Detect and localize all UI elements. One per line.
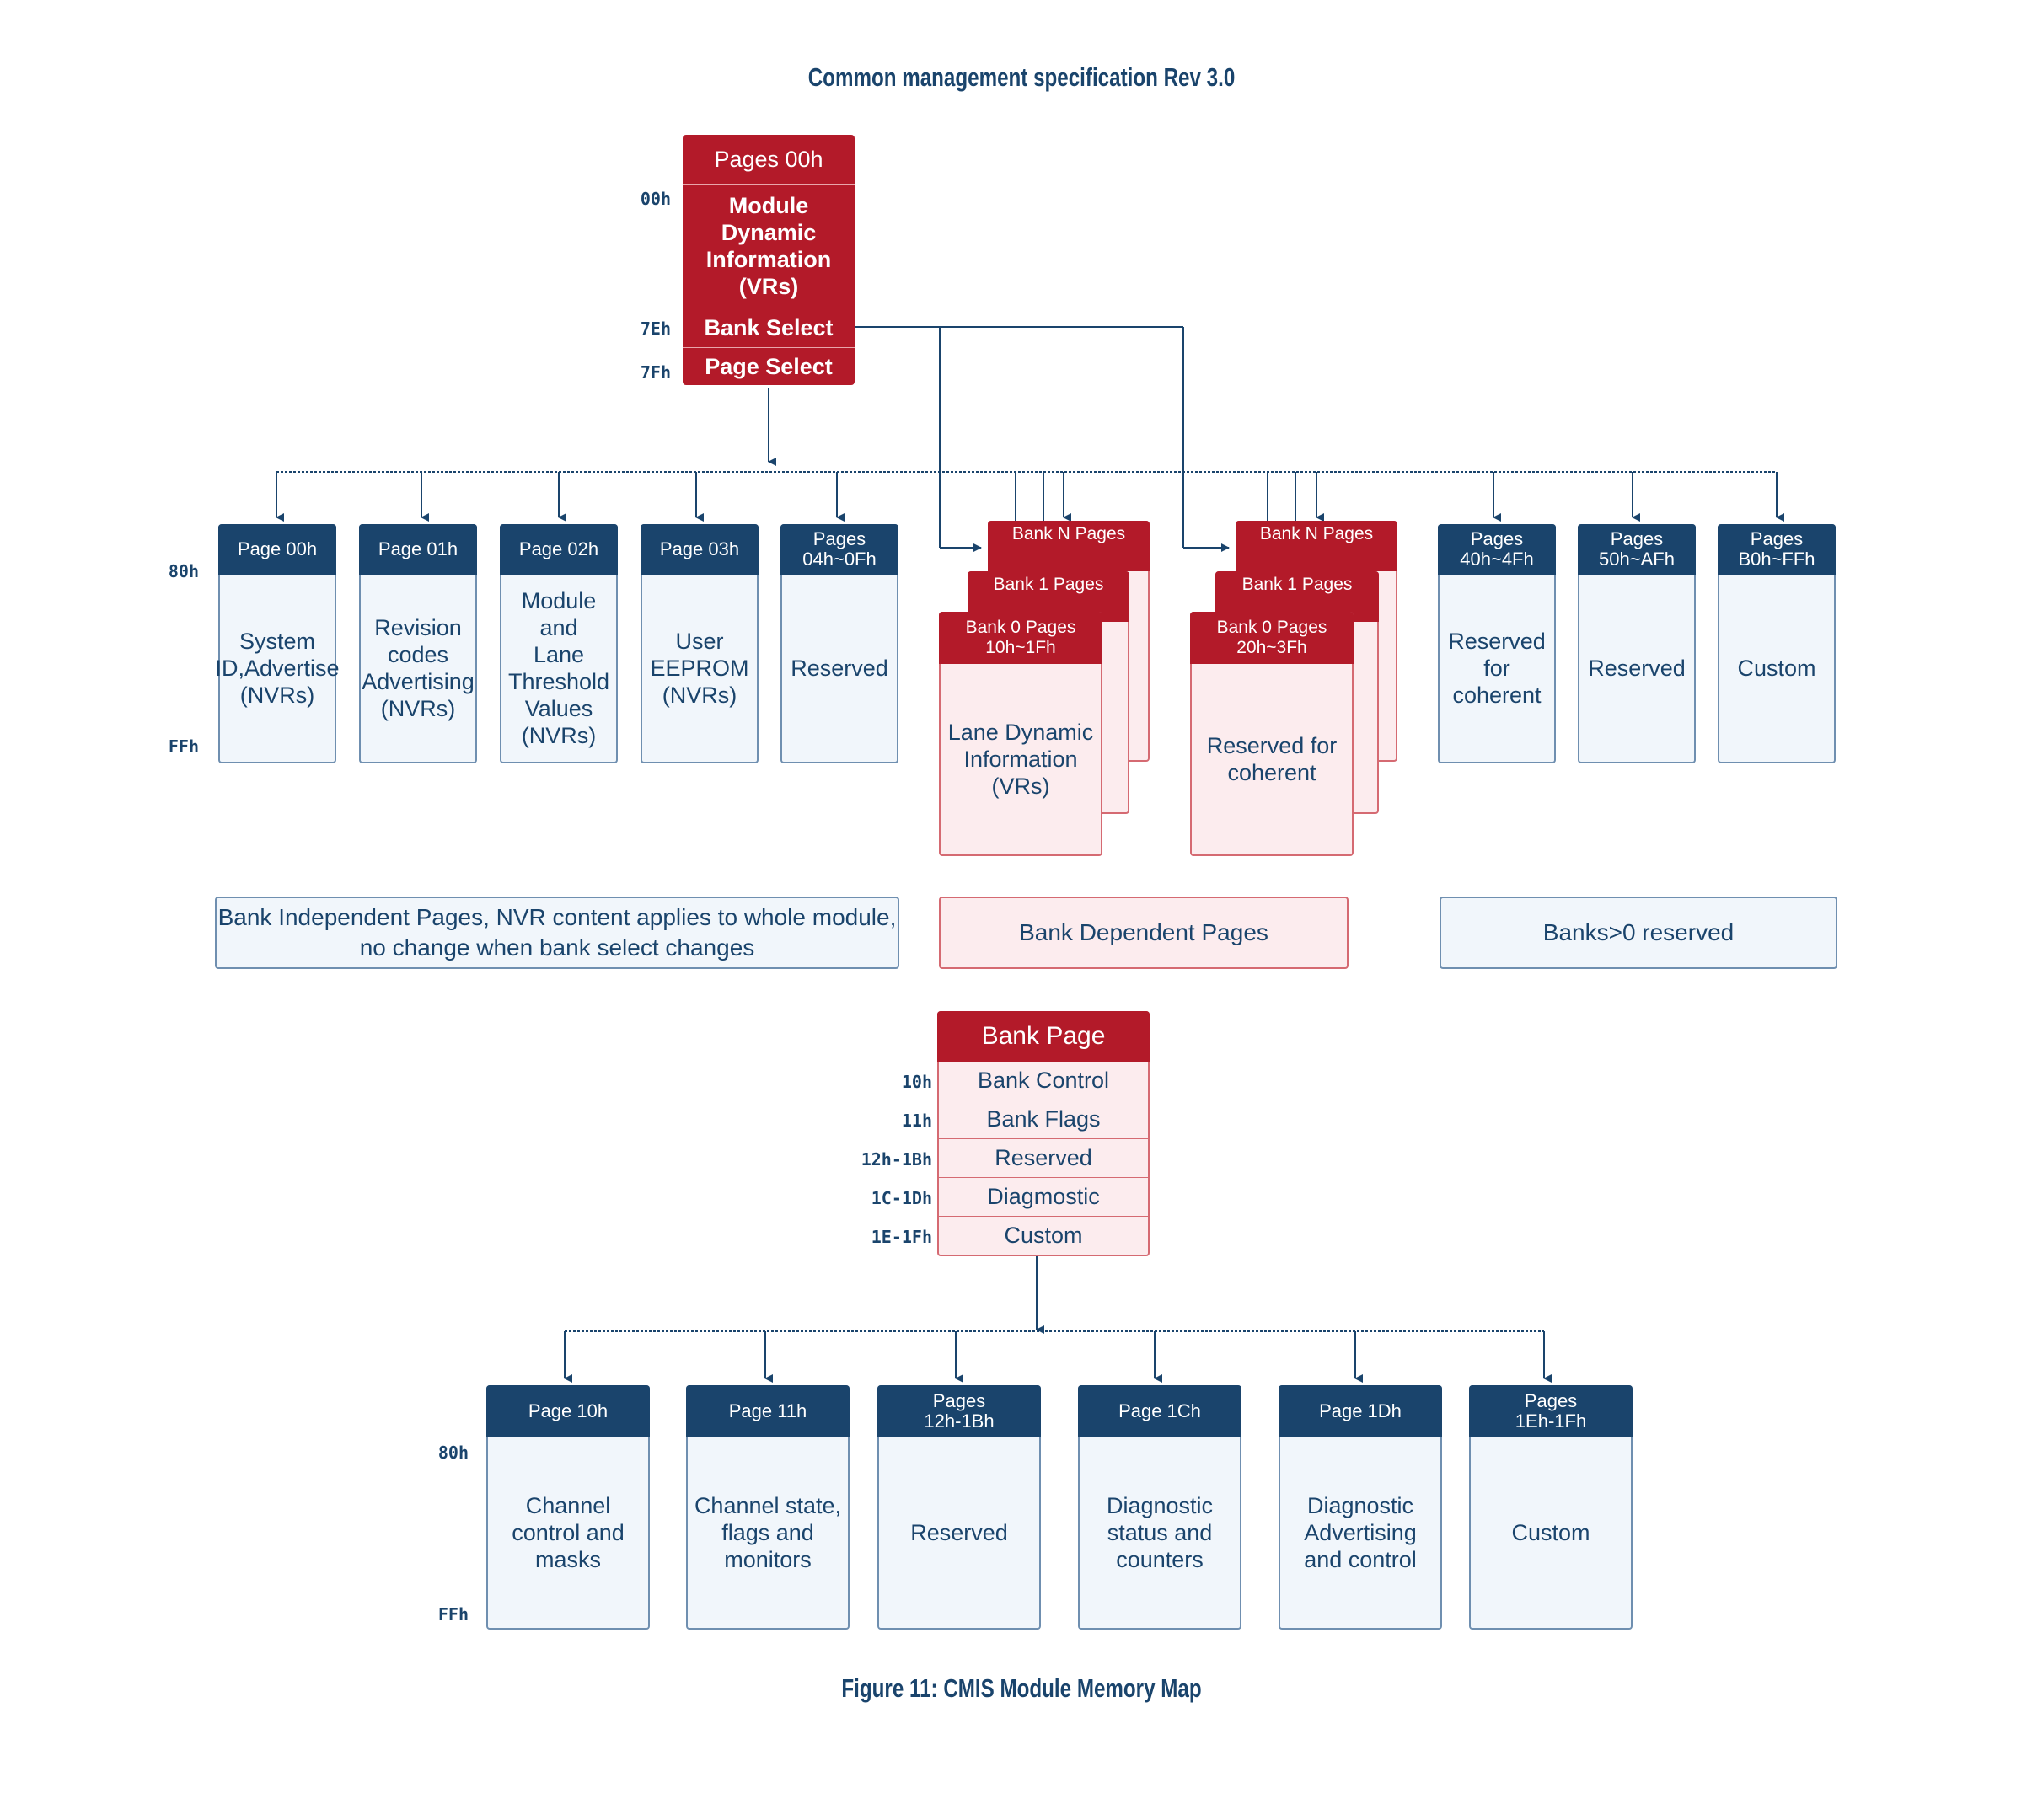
pages-b0h-ffh-body: Custom bbox=[1737, 656, 1816, 681]
group1-bank-0-header: Bank 0 Pages 10h~1Fh bbox=[939, 612, 1102, 664]
page-02h-body: Module and Lane Threshold Values (NVRs) bbox=[507, 588, 610, 748]
diagram-title: Common management specification Rev 3.0 bbox=[807, 62, 1236, 92]
page-01h-body: Revision codes Advertising (NVRs) bbox=[362, 615, 475, 721]
group2-bank-0-body: Reserved for coherent bbox=[1206, 733, 1338, 785]
lower-page-block: Pages 00h Module Dynamic Information (VR… bbox=[683, 135, 855, 385]
pages-1eh-1fh-body: Custom bbox=[1511, 1520, 1590, 1545]
page-1dh-card: Page 1Dh Diagnostic Advertising and cont… bbox=[1279, 1385, 1442, 1630]
page-00h-card: Page 00h System ID,Advertise (NVRs) bbox=[215, 524, 340, 763]
bank-row-bank-flags: Bank Flags bbox=[939, 1100, 1148, 1138]
page-11h-header: Page 11h bbox=[686, 1385, 850, 1437]
pages-40h-4fh-body: Reserved for coherent bbox=[1448, 629, 1546, 708]
page-02h-header: Page 02h bbox=[500, 524, 618, 575]
page-1ch-body: Diagnostic status and counters bbox=[1106, 1493, 1214, 1572]
page-10h-body: Channel control and masks bbox=[512, 1493, 625, 1572]
addr-7fh-label: 7Fh bbox=[640, 362, 671, 383]
bank-pages-80h-label: 80h bbox=[437, 1443, 469, 1463]
page-1dh-body: Diagnostic Advertising and control bbox=[1304, 1493, 1417, 1572]
pages-04h-0fh-card: Pages 04h~0Fh Reserved bbox=[780, 524, 898, 763]
pages-04h-0fh-body: Reserved bbox=[791, 656, 888, 681]
bank-addr-1e-1fh: 1E-1Fh bbox=[871, 1227, 932, 1247]
page-00h-body: System ID,Advertise (NVRs) bbox=[215, 629, 340, 708]
pages-04h-0fh-header: Pages 04h~0Fh bbox=[780, 524, 898, 575]
bank-row-custom: Custom bbox=[939, 1216, 1148, 1255]
page-02h-card: Page 02h Module and Lane Threshold Value… bbox=[500, 524, 618, 763]
bank-row-reserved: Reserved bbox=[939, 1138, 1148, 1177]
legend-banks-reserved: Banks>0 reserved bbox=[1440, 897, 1837, 969]
pages-12h-1bh-card: Pages 12h-1Bh Reserved bbox=[877, 1385, 1041, 1630]
pages-50h-afh-body: Reserved bbox=[1588, 656, 1686, 681]
legend-bank-independent: Bank Independent Pages, NVR content appl… bbox=[215, 897, 899, 969]
bank-addr-10h: 10h bbox=[901, 1072, 932, 1092]
pages-1eh-1fh-card: Pages 1Eh-1Fh Custom bbox=[1469, 1385, 1633, 1630]
addr-80h-label: 80h bbox=[168, 561, 199, 581]
pages-1eh-1fh-header: Pages 1Eh-1Fh bbox=[1469, 1385, 1633, 1437]
page-03h-card: Page 03h User EEPROM (NVRs) bbox=[641, 524, 759, 763]
page-1ch-header: Page 1Ch bbox=[1078, 1385, 1241, 1437]
group2-bank-n-header: Bank N Pages bbox=[1236, 521, 1397, 571]
page-10h-card: Page 10h Channel control and masks bbox=[486, 1385, 650, 1630]
figure-caption: Figure 11: CMIS Module Memory Map bbox=[841, 1673, 1202, 1703]
page-01h-card: Page 01h Revision codes Advertising (NVR… bbox=[359, 524, 477, 763]
lower-page-body: Module Dynamic Information (VRs) bbox=[683, 185, 855, 308]
pages-12h-1bh-header: Pages 12h-1Bh bbox=[877, 1385, 1041, 1437]
page-11h-card: Page 11h Channel state, flags and monito… bbox=[686, 1385, 850, 1630]
page-1ch-card: Page 1Ch Diagnostic status and counters bbox=[1078, 1385, 1241, 1630]
page-10h-header: Page 10h bbox=[486, 1385, 650, 1437]
group1-bank-0-body: Lane Dynamic Information (VRs) bbox=[947, 720, 1094, 799]
bank-row-diagnostic: Diagmostic bbox=[939, 1177, 1148, 1216]
pages-b0h-ffh-header: Pages B0h~FFh bbox=[1718, 524, 1836, 575]
legend-bank-dependent: Bank Dependent Pages bbox=[939, 897, 1349, 969]
bank-addr-1c-1dh: 1C-1Dh bbox=[871, 1188, 932, 1208]
group1-bank-n-header: Bank N Pages bbox=[988, 521, 1150, 571]
pages-40h-4fh-header: Pages 40h~4Fh bbox=[1438, 524, 1556, 575]
bank-page-table: Bank Page Bank Control Bank Flags Reserv… bbox=[937, 1011, 1150, 1256]
bank-row-bank-control: Bank Control bbox=[977, 1068, 1110, 1093]
bank-addr-11h: 11h bbox=[901, 1111, 932, 1131]
addr-00h-label: 00h bbox=[640, 189, 671, 209]
pages-12h-1bh-body: Reserved bbox=[910, 1520, 1008, 1545]
addr-7eh-label: 7Eh bbox=[640, 318, 671, 339]
pages-50h-afh-header: Pages 50h~AFh bbox=[1578, 524, 1696, 575]
lower-page-header: Pages 00h bbox=[683, 135, 855, 185]
pages-40h-4fh-card: Pages 40h~4Fh Reserved for coherent bbox=[1438, 524, 1556, 763]
pages-b0h-ffh-card: Pages B0h~FFh Custom bbox=[1718, 524, 1836, 763]
pages-50h-afh-card: Pages 50h~AFh Reserved bbox=[1578, 524, 1696, 763]
page-select-row: Page Select bbox=[705, 353, 833, 379]
page-11h-body: Channel state, flags and monitors bbox=[694, 1493, 842, 1572]
page-01h-header: Page 01h bbox=[359, 524, 477, 575]
bank-addr-12h-1bh: 12h-1Bh bbox=[861, 1149, 932, 1170]
page-03h-body: User EEPROM (NVRs) bbox=[650, 629, 749, 708]
group1-bank-0-card: Bank 0 Pages 10h~1Fh Lane Dynamic Inform… bbox=[939, 612, 1102, 856]
addr-ffh-label: FFh bbox=[168, 736, 199, 757]
page-00h-header: Page 00h bbox=[218, 524, 336, 575]
group2-bank-0-card: Bank 0 Pages 20h~3Fh Reserved for cohere… bbox=[1190, 612, 1354, 856]
group2-bank-0-header: Bank 0 Pages 20h~3Fh bbox=[1190, 612, 1354, 664]
page-1dh-header: Page 1Dh bbox=[1279, 1385, 1442, 1437]
page-03h-header: Page 03h bbox=[641, 524, 759, 575]
bank-pages-ffh-label: FFh bbox=[437, 1604, 469, 1625]
bank-page-header: Bank Page bbox=[937, 1011, 1150, 1062]
bank-select-row: Bank Select bbox=[683, 308, 855, 348]
